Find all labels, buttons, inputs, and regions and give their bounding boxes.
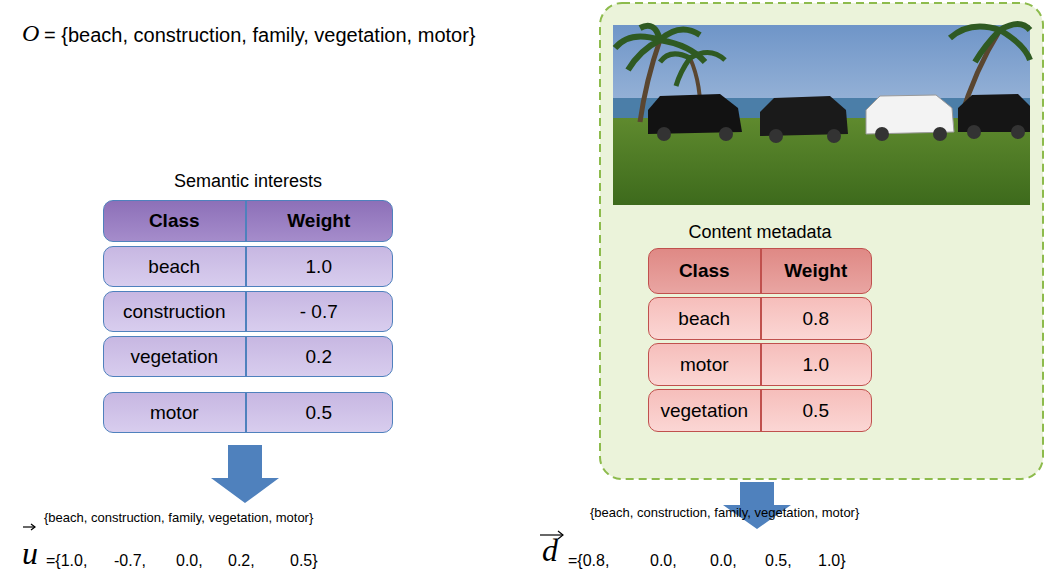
table-cell: vegetation bbox=[104, 337, 245, 376]
vector-value: 0.2, bbox=[228, 552, 255, 570]
table-heading: Content metadata bbox=[648, 221, 872, 243]
vector-header: {beach, construction, family, vegetation… bbox=[44, 511, 313, 525]
content-panel bbox=[600, 3, 1043, 479]
class-set: = {beach, construction, family, vegetati… bbox=[44, 24, 476, 46]
table-row: vegetation 0.2 bbox=[103, 336, 393, 377]
vector-header: {beach, construction, family, vegetation… bbox=[590, 506, 859, 520]
vector-value: -0.7, bbox=[114, 552, 146, 570]
vector-value: ={0.8, bbox=[568, 552, 609, 570]
table-cell: 1.0 bbox=[760, 344, 871, 385]
vector-value: 0.5, bbox=[765, 552, 792, 570]
table-row: construction - 0.7 bbox=[103, 291, 393, 332]
set-symbol: O bbox=[22, 20, 39, 46]
table-row: motor 0.5 bbox=[103, 392, 393, 433]
table-cell: 0.5 bbox=[760, 390, 871, 431]
vector-value: 0.0, bbox=[176, 552, 203, 570]
table-cell: beach bbox=[104, 247, 245, 286]
table-row: motor 1.0 bbox=[648, 343, 872, 386]
table-row: beach 0.8 bbox=[648, 297, 872, 340]
class-name: vegetation bbox=[130, 346, 218, 368]
vector-symbol: d bbox=[542, 533, 558, 568]
table-row: beach 1.0 bbox=[103, 246, 393, 287]
column-header: Class bbox=[679, 260, 730, 282]
class-name: motor bbox=[680, 354, 729, 376]
table-cell: Class bbox=[104, 201, 245, 241]
table-group: Semantic interestsClass Weight beach 1.0 con… bbox=[103, 170, 393, 435]
weight-value: 0.8 bbox=[803, 308, 829, 330]
table-cell: 0.8 bbox=[760, 298, 871, 339]
vector-arrow bbox=[23, 524, 563, 539]
column-header: Weight bbox=[784, 260, 847, 282]
class-name: motor bbox=[150, 402, 199, 424]
class-name: beach bbox=[678, 308, 730, 330]
class-name: vegetation bbox=[660, 400, 748, 422]
vector-value: 1.0} bbox=[818, 552, 846, 570]
table-row: Class Weight bbox=[103, 200, 393, 242]
table-row: vegetation 0.5 bbox=[648, 389, 872, 432]
class-name: construction bbox=[123, 301, 225, 323]
table-cell: beach bbox=[649, 298, 760, 339]
table-cell: Weight bbox=[760, 249, 871, 293]
table-cell: vegetation bbox=[649, 390, 760, 431]
table-cell: motor bbox=[649, 344, 760, 385]
table-cell: 0.5 bbox=[245, 393, 392, 432]
table-cell: 0.2 bbox=[245, 337, 392, 376]
weight-value: 0.5 bbox=[306, 402, 332, 424]
column-header: Class bbox=[149, 210, 200, 232]
block-arrow bbox=[211, 445, 279, 503]
table-heading: Semantic interests bbox=[103, 170, 393, 192]
table-row: Class Weight bbox=[648, 248, 872, 294]
photo bbox=[613, 24, 1030, 205]
table-cell: Class bbox=[649, 249, 760, 293]
vector-value: 0.0, bbox=[710, 552, 737, 570]
table-group: Content metadataClass Weight beach 0.8 motor… bbox=[600, 3, 1043, 479]
table-cell: construction bbox=[104, 292, 245, 331]
vector-value: ={1.0, bbox=[46, 552, 87, 570]
table-cell: motor bbox=[104, 393, 245, 432]
vector-value: 0.0, bbox=[650, 552, 677, 570]
weight-value: 1.0 bbox=[803, 354, 829, 376]
weight-value: 0.5 bbox=[803, 400, 829, 422]
vector-value: 0.5} bbox=[290, 552, 318, 570]
weight-value: - 0.7 bbox=[300, 301, 338, 323]
weight-value: 0.2 bbox=[306, 346, 332, 368]
class-name: beach bbox=[148, 256, 200, 278]
table-cell: - 0.7 bbox=[245, 292, 392, 331]
column-header: Weight bbox=[287, 210, 350, 232]
vector-symbol: u bbox=[22, 536, 38, 571]
table-cell: Weight bbox=[245, 201, 392, 241]
table-cell: 1.0 bbox=[245, 247, 392, 286]
weight-value: 1.0 bbox=[306, 256, 332, 278]
